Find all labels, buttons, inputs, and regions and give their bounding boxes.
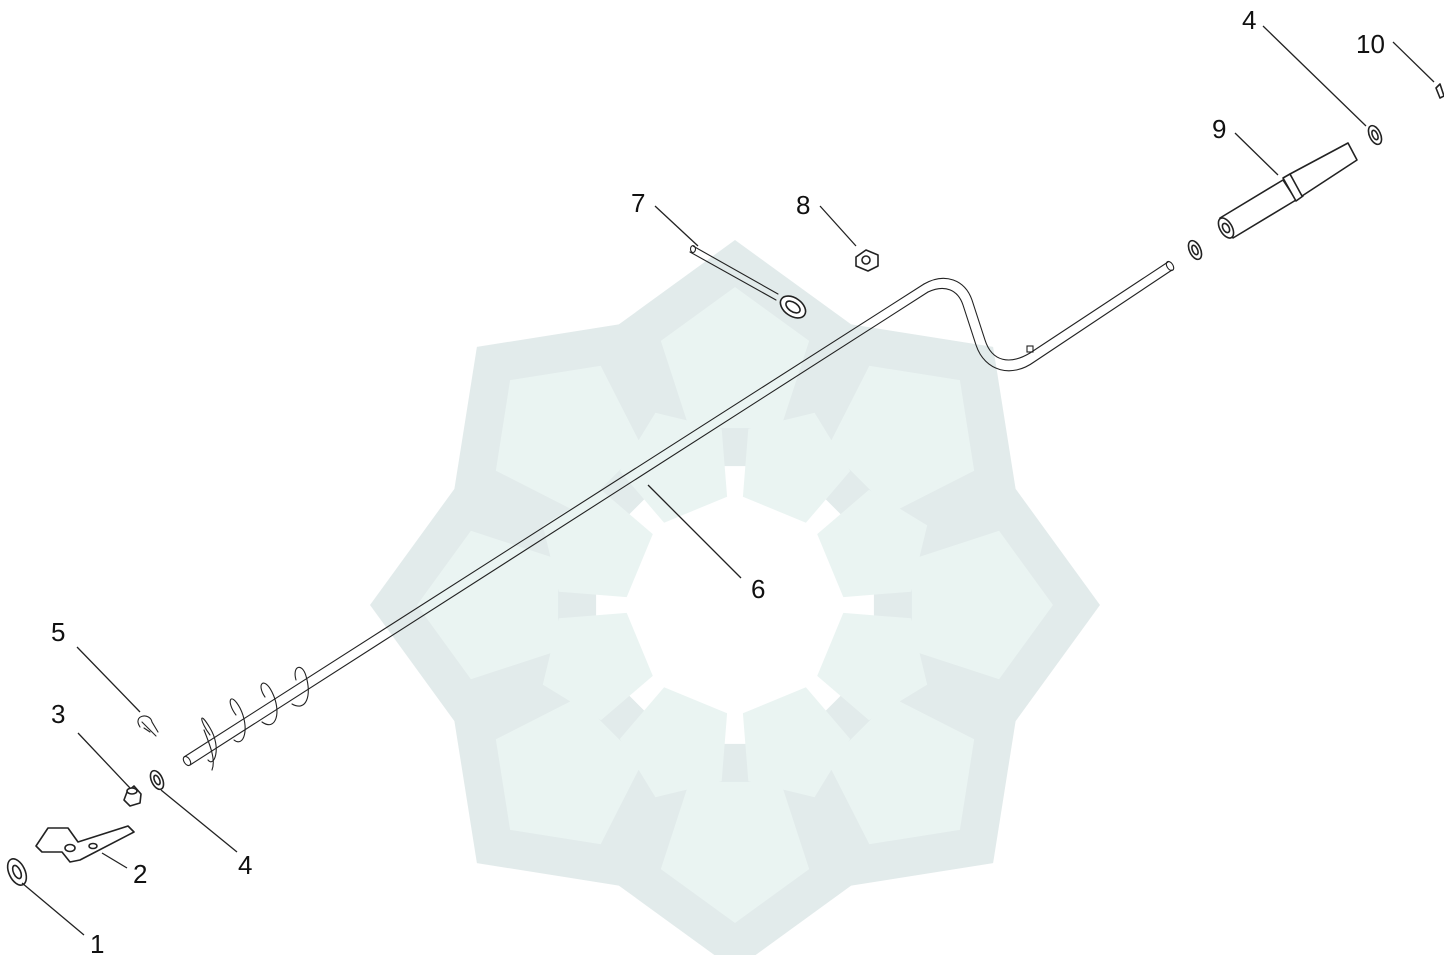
nut	[855, 249, 879, 272]
watermark-petal-inner	[417, 530, 559, 680]
shaft-washer	[1187, 239, 1203, 261]
callout-3: 3	[51, 699, 65, 729]
callout-10: 10	[1356, 29, 1385, 59]
watermark-inner-ring-petal	[619, 687, 728, 798]
mounting-bracket	[35, 825, 135, 863]
callout-6: 6	[751, 574, 765, 604]
watermark-petal-inner	[911, 530, 1053, 680]
watermark-petal-inner	[660, 287, 810, 429]
watermark-inner-ring-petal	[817, 612, 928, 721]
eye-bolt	[689, 244, 807, 319]
watermark-inner-ring-petal	[817, 489, 928, 598]
watermark-petal-inner	[660, 781, 810, 923]
callout-7: 7	[631, 188, 645, 218]
watermark-inner-ring-petal	[742, 687, 851, 798]
watermark-petal-inner	[495, 365, 643, 513]
callout-4-upper: 4	[1242, 5, 1256, 35]
watermark-petal-inner	[827, 365, 975, 513]
washer-1	[6, 858, 28, 886]
watermark-inner-ring-petal	[542, 489, 653, 598]
watermark-inner-ring-petal	[742, 412, 851, 523]
callout-9: 9	[1212, 114, 1226, 144]
watermark-logo	[370, 240, 1100, 955]
leader-lines	[21, 25, 1435, 936]
callout-labels: 1 2 3 4 4 5 6 7 8 9 10	[51, 5, 1385, 955]
callout-4-lower: 4	[238, 850, 252, 880]
bushing	[123, 785, 142, 807]
callout-2: 2	[133, 859, 147, 889]
auger-shaft	[182, 260, 1175, 771]
callout-1: 1	[90, 929, 104, 955]
pin	[1435, 83, 1444, 99]
callout-8: 8	[796, 190, 810, 220]
watermark-petal-inner	[827, 697, 975, 845]
watermark-petal-inner	[495, 697, 643, 845]
washer-4-lower	[149, 769, 165, 791]
watermark-inner-ring-petal	[542, 612, 653, 721]
washer-4-upper	[1367, 124, 1383, 146]
cotter-pin	[137, 715, 159, 737]
handle-grip	[1217, 142, 1358, 239]
callout-5: 5	[51, 617, 65, 647]
watermark-inner-ring-petal	[619, 412, 728, 523]
